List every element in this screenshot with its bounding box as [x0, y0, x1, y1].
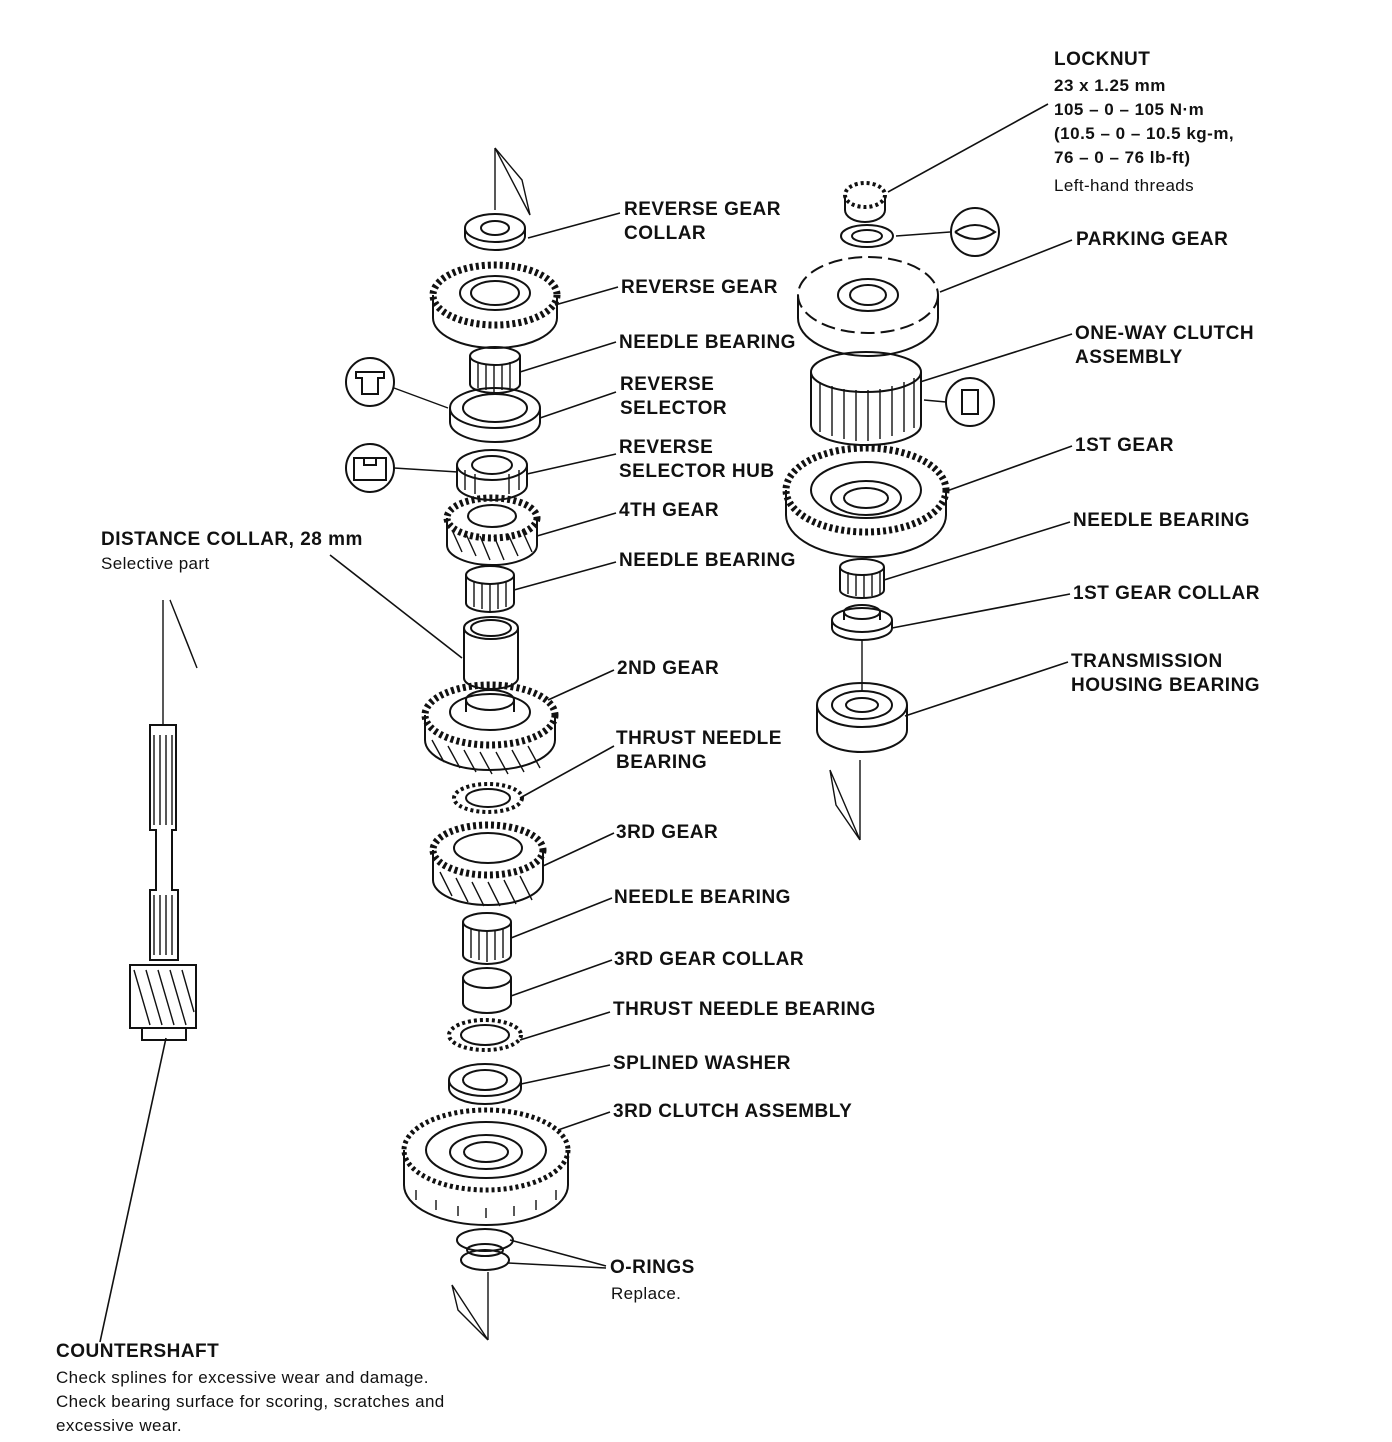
locknut-specs: 23 x 1.25 mm 105 – 0 – 105 N·m (10.5 – 0… — [1054, 76, 1235, 167]
third-clutch-assembly-part — [401, 1107, 571, 1226]
label-thrust-needle-bearing-upper: THRUST NEEDLE BEARING — [616, 728, 782, 773]
splined-washer-part — [448, 1063, 522, 1105]
reverse-selector-hub-part — [456, 449, 528, 501]
label-needle-bearing-right: NEEDLE BEARING — [1073, 510, 1250, 531]
second-gear-part — [421, 681, 559, 775]
hub-inset-icon — [345, 443, 459, 493]
locknut-part — [843, 181, 887, 223]
label-first-gear-collar: 1ST GEAR COLLAR — [1073, 583, 1260, 604]
third-gear-part — [429, 821, 547, 907]
right-axis — [829, 640, 863, 841]
fourth-gear-part — [443, 494, 541, 566]
note-locknut: Left-hand threads — [1054, 176, 1195, 195]
leader-lines — [99, 103, 1073, 1343]
o-rings-part — [456, 1228, 514, 1271]
parking-gear-part — [797, 256, 939, 357]
selector-inset-icon — [345, 357, 449, 409]
label-transmission-housing-bearing: TRANSMISSION HOUSING BEARING — [1071, 651, 1261, 696]
label-third-gear-collar: 3RD GEAR COLLAR — [614, 949, 805, 970]
label-distance-collar: DISTANCE COLLAR, 28 mm — [101, 529, 363, 550]
label-fourth-gear: 4TH GEAR — [619, 500, 720, 521]
note-distance-collar: Selective part — [101, 554, 210, 573]
thrust-needle-bearing-upper-part — [452, 782, 524, 814]
center-axis-arrow-top — [494, 147, 531, 216]
label-parking-gear: PARKING GEAR — [1076, 229, 1229, 250]
note-o-rings: Replace. — [611, 1284, 682, 1303]
label-needle-bearing-2: NEEDLE BEARING — [619, 550, 796, 571]
label-splined-washer: SPLINED WASHER — [613, 1053, 792, 1074]
reverse-selector-part — [449, 387, 541, 443]
needle-bearing-2-part — [465, 565, 515, 613]
needle-bearing-1-part — [469, 346, 521, 394]
label-one-way-clutch: ONE-WAY CLUTCH ASSEMBLY — [1075, 323, 1255, 368]
label-second-gear: 2ND GEAR — [617, 658, 720, 679]
locknut-washer-part — [840, 224, 894, 248]
label-thrust-needle-bearing-lower: THRUST NEEDLE BEARING — [613, 999, 876, 1020]
reverse-gear-collar-part — [464, 213, 526, 251]
transmission-housing-bearing-part — [816, 682, 908, 753]
first-gear-part — [782, 444, 950, 558]
first-gear-collar-part — [831, 604, 893, 641]
label-needle-bearing-3: NEEDLE BEARING — [614, 887, 791, 908]
label-reverse-gear: REVERSE GEAR — [621, 277, 778, 298]
label-o-rings: O-RINGS — [610, 1257, 695, 1278]
label-third-clutch-assembly: 3RD CLUTCH ASSEMBLY — [613, 1101, 853, 1122]
note-countershaft: Check splines for excessive wear and dam… — [56, 1368, 445, 1435]
one-way-clutch-inset-icon — [923, 377, 995, 427]
label-needle-bearing-1: NEEDLE BEARING — [619, 332, 796, 353]
left-thread-icon — [895, 207, 1000, 257]
center-axis-arrow-bottom — [451, 1284, 489, 1341]
label-reverse-selector-hub: REVERSE SELECTOR HUB — [619, 437, 775, 482]
reverse-gear-part — [429, 261, 561, 349]
needle-bearing-3-part — [462, 912, 512, 965]
label-reverse-selector: REVERSE SELECTOR — [620, 374, 728, 419]
label-third-gear: 3RD GEAR — [616, 822, 719, 843]
countershaft-part — [129, 599, 198, 1041]
distance-collar-part — [463, 616, 519, 690]
needle-bearing-right-part — [839, 558, 885, 599]
label-countershaft: COUNTERSHAFT — [56, 1341, 220, 1362]
one-way-clutch-part — [810, 351, 922, 446]
label-reverse-gear-collar: REVERSE GEAR COLLAR — [624, 199, 781, 244]
label-first-gear: 1ST GEAR — [1075, 435, 1175, 456]
label-locknut: LOCKNUT — [1054, 49, 1151, 70]
thrust-needle-bearing-lower-part — [447, 1018, 523, 1052]
third-gear-collar-part — [462, 967, 512, 1014]
